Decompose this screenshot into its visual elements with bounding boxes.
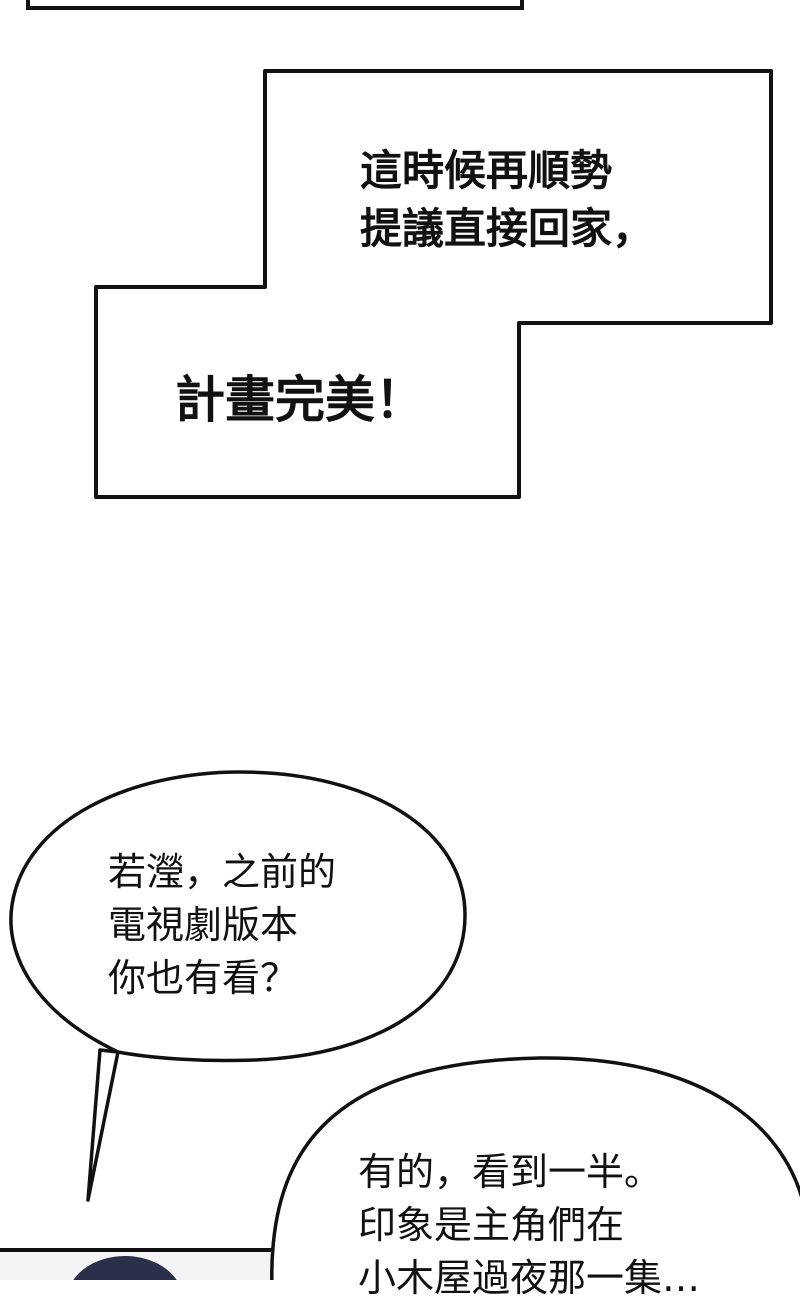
narration-line: 提議直接回家， bbox=[360, 204, 655, 253]
dialogue-line: 有的，看到一半。 bbox=[358, 1150, 663, 1194]
narration-text: 這時候再順勢 提議直接回家， bbox=[360, 142, 654, 258]
speech-bubble-2-text: 有的，看到一半。 印象是主角們在 小木屋過夜那一集… bbox=[358, 1146, 700, 1305]
previous-panel-border bbox=[26, 0, 524, 10]
dialogue-line: 印象是主角們在 bbox=[358, 1203, 625, 1247]
character-hair bbox=[73, 1256, 177, 1280]
speech-bubble-1-text: 若瀅，之前的 電視劇版本 你也有看？ bbox=[108, 846, 336, 1005]
narration-emphasis: 計畫完美！ bbox=[175, 370, 425, 429]
narration-box bbox=[94, 69, 773, 499]
dialogue-line: 你也有看？ bbox=[108, 956, 299, 1000]
dialogue-line: 小木屋過夜那一集… bbox=[358, 1256, 701, 1300]
speech-bubble-2 bbox=[270, 1056, 800, 1280]
speech-bubble-1 bbox=[9, 770, 467, 1202]
dialogue-line: 若瀅，之前的 bbox=[108, 850, 337, 894]
dialogue-line: 電視劇版本 bbox=[108, 903, 299, 947]
narration-line: 這時候再順勢 bbox=[360, 146, 613, 195]
